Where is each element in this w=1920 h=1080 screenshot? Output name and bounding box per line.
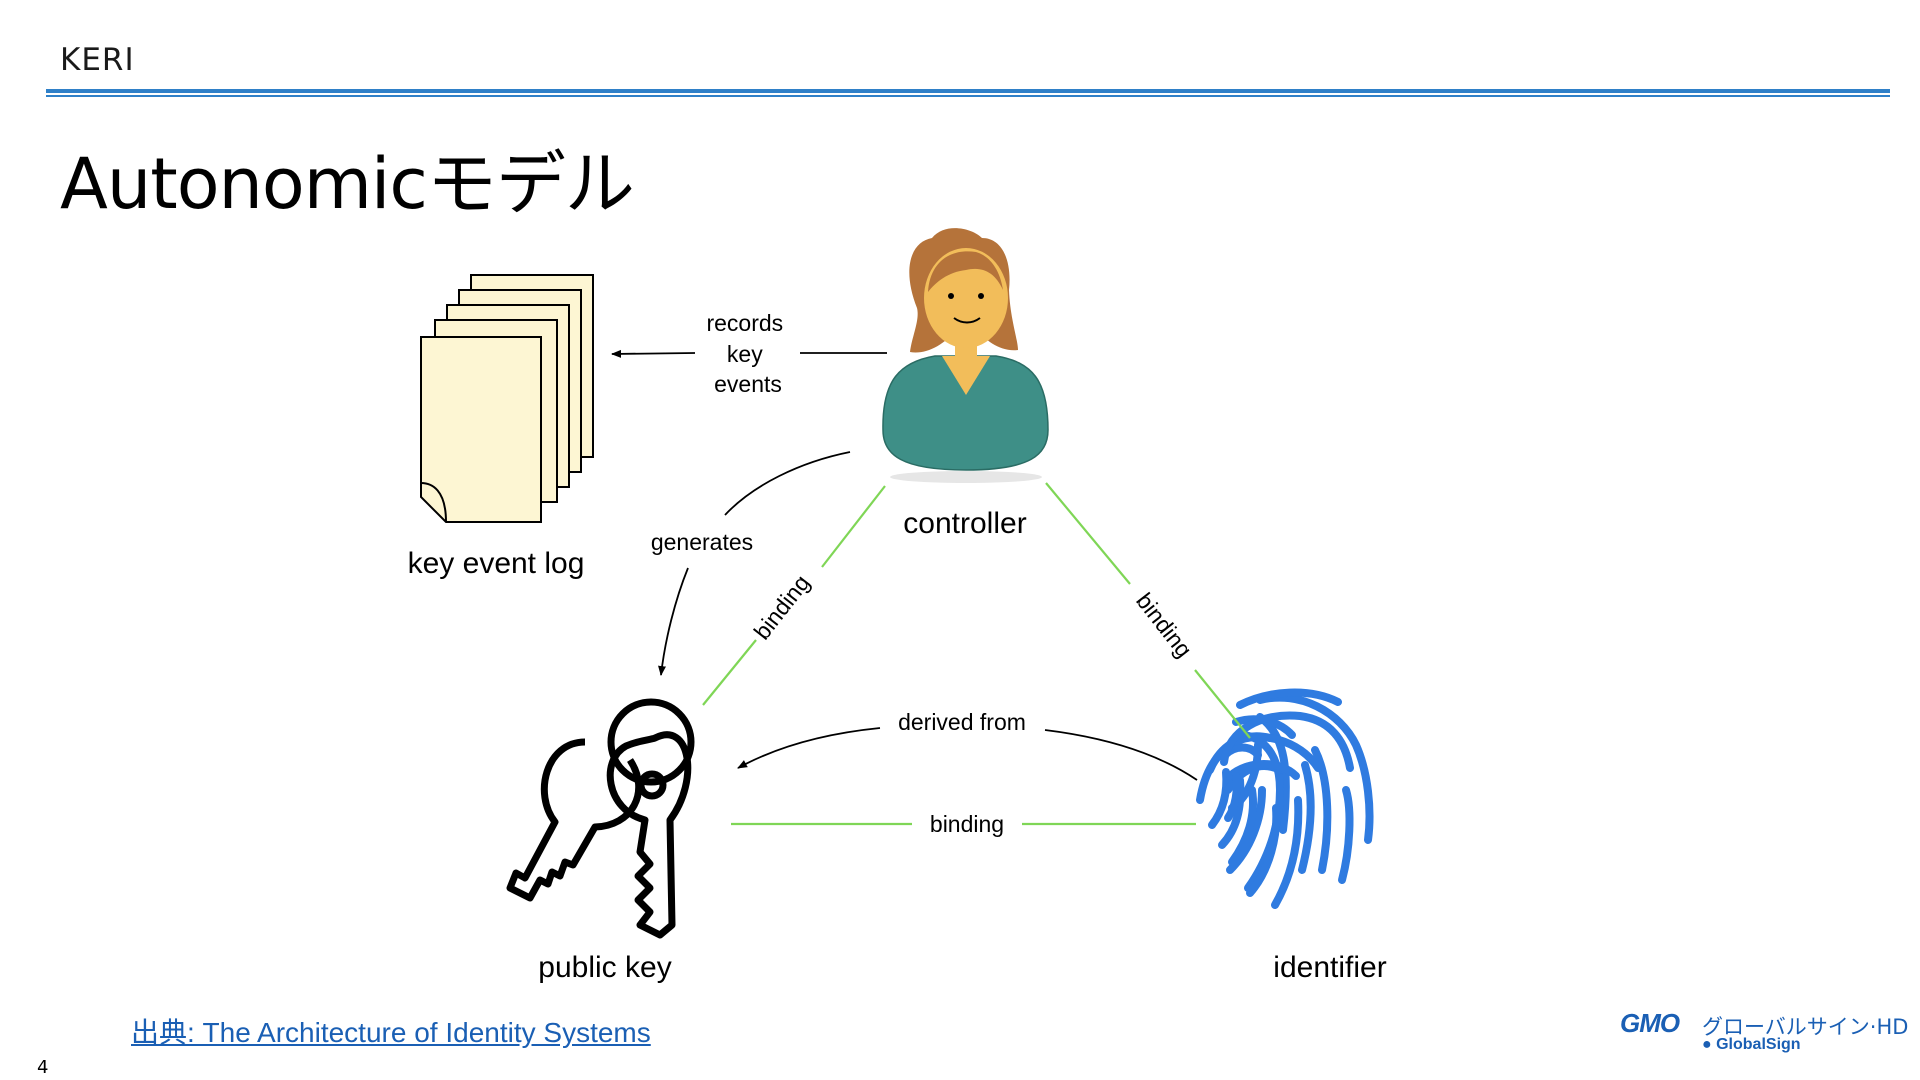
company-logo: GMO グローバルサイン·HD ● GlobalSign <box>1620 1008 1908 1054</box>
keys-icon <box>506 698 695 939</box>
records-label-line1: records <box>706 310 783 336</box>
binding-line-right-lower <box>1194 669 1251 739</box>
generates-arrow-bottom <box>658 567 689 676</box>
node-label-public-key: public key <box>538 951 671 984</box>
page-number: 4 <box>37 1057 49 1078</box>
logo-brand: GMO <box>1620 1008 1680 1038</box>
binding-line-right-upper <box>1045 482 1131 585</box>
edge-label-records: records key events <box>706 310 789 397</box>
source-link[interactable]: 出典: The Architecture of Identity Systems <box>131 1017 651 1048</box>
edge-label-derived-from: derived from <box>898 709 1026 735</box>
records-label-line3: events <box>714 371 782 397</box>
records-label-line2: key <box>727 341 763 367</box>
binding-line-left-upper <box>821 485 886 568</box>
header-rule <box>46 89 1890 98</box>
document-stack-icon <box>420 274 594 523</box>
header-label: KERI <box>60 42 135 78</box>
edge-label-binding-left: binding <box>749 570 815 644</box>
derived-from-arrow-left <box>737 727 881 769</box>
page-title: Autonomicモデル <box>60 143 635 225</box>
edge-label-binding-right: binding <box>1131 588 1197 662</box>
binding-line-left-lower <box>702 639 757 706</box>
edge-label-generates: generates <box>651 529 753 555</box>
records-arrow <box>611 349 696 358</box>
logo-sub: GlobalSign <box>1716 1036 1801 1053</box>
logo-globalsign: ● GlobalSign <box>1702 1036 1801 1053</box>
node-label-key-event-log: key event log <box>408 547 585 580</box>
derived-from-arrow-right <box>1044 729 1198 781</box>
fingerprint-icon <box>1196 688 1374 909</box>
generates-arrow-top <box>724 451 851 516</box>
person-icon <box>882 228 1049 483</box>
node-label-identifier: identifier <box>1273 951 1386 984</box>
edge-label-binding-bottom: binding <box>930 811 1004 837</box>
logo-brand-suffix: グローバルサイン·HD <box>1702 1015 1909 1039</box>
node-label-controller: controller <box>903 507 1026 540</box>
